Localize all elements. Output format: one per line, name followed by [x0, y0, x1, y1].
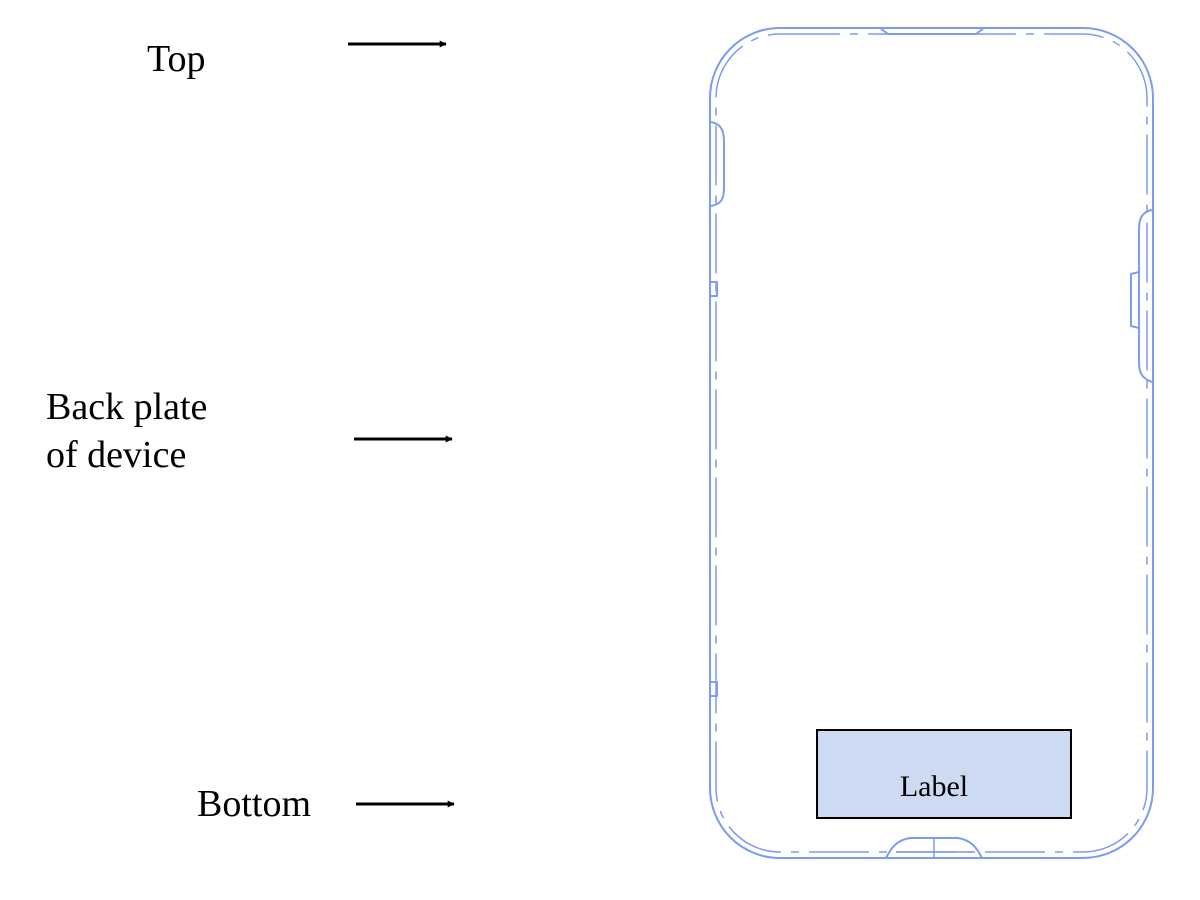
callout-back-plate-line2: of device	[46, 434, 186, 476]
top-notch	[879, 27, 985, 35]
callout-top-text: Top	[147, 38, 206, 80]
callout-back-plate-line1: Back plate	[46, 386, 207, 428]
label-text: Label	[900, 770, 968, 803]
device-outer-edge	[709, 27, 1154, 859]
right-small-button	[1130, 271, 1140, 329]
label-box	[816, 729, 1072, 819]
right-volume-button	[1138, 209, 1153, 383]
left-bump-lower	[711, 681, 718, 697]
left-bump-upper	[711, 281, 718, 297]
callout-bottom-text: Bottom	[197, 783, 311, 825]
device-outline	[709, 27, 1154, 859]
left-side-button	[710, 121, 725, 207]
